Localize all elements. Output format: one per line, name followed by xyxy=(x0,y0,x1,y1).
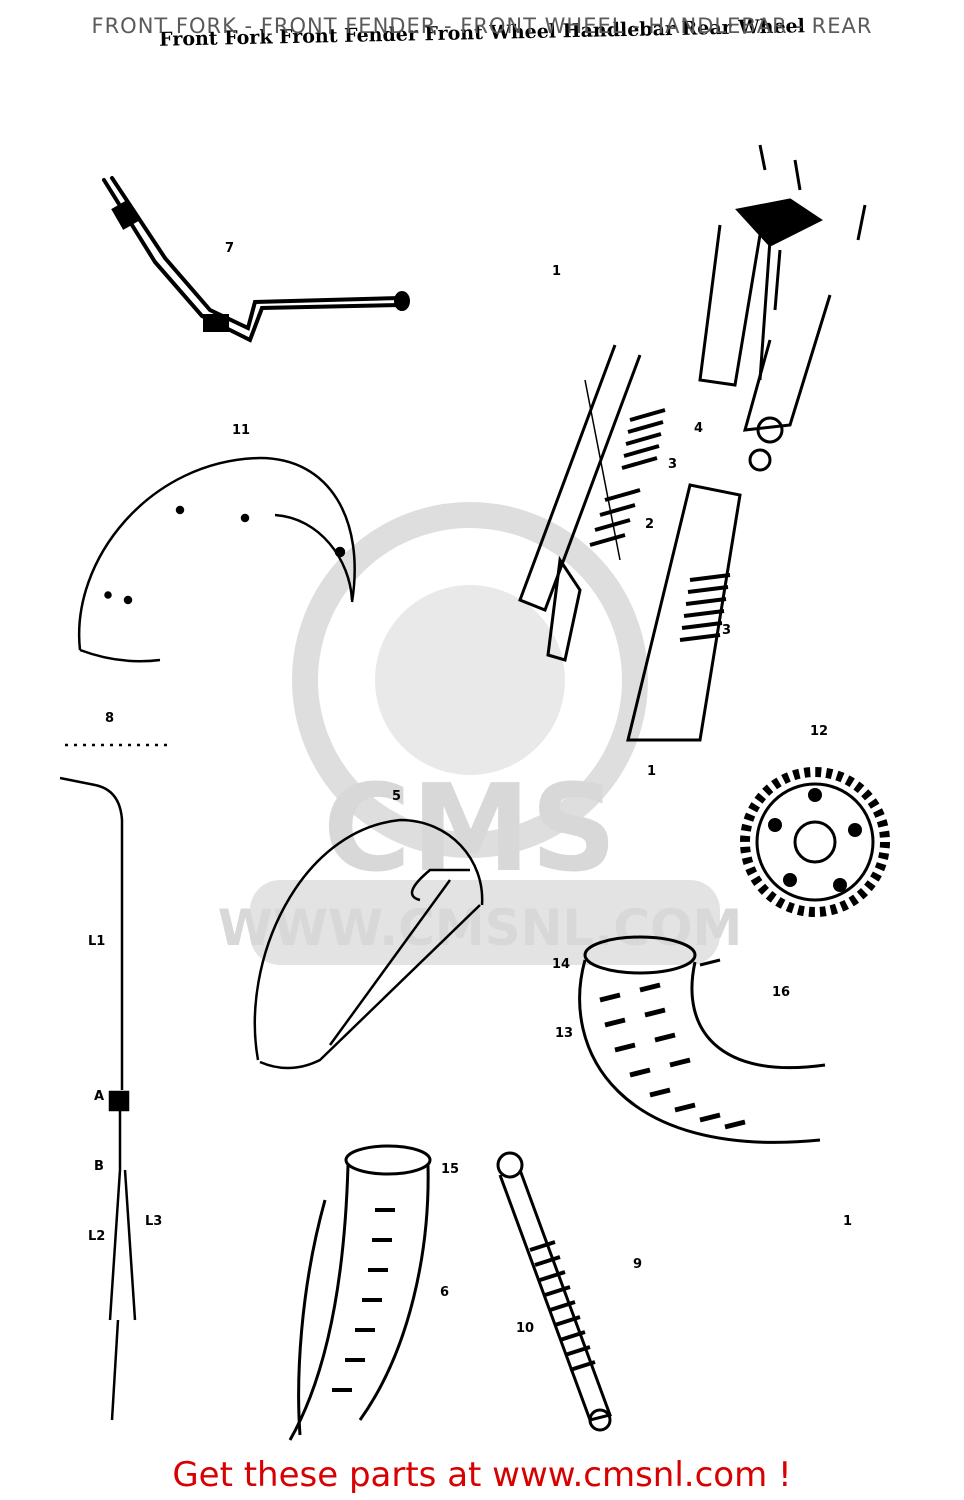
page-title: FRONT FORK - FRONT FENDER - FRONT WHEEL … xyxy=(91,14,873,38)
watermark: CMS WWW.CMSNL.COM xyxy=(218,502,743,965)
callout-label: 1 xyxy=(552,264,561,279)
callout-label: 10 xyxy=(516,1321,534,1336)
cable-label: L3 xyxy=(145,1214,162,1229)
callout-label: 1 xyxy=(647,764,656,779)
handlebar-part xyxy=(102,176,410,343)
callout-label: 15 xyxy=(441,1162,459,1177)
callout-label: 14 xyxy=(552,957,570,972)
cable-dimension-labels: L1 L2 L3 A B xyxy=(88,934,162,1244)
callout-label: 4 xyxy=(694,421,703,436)
mudguard-part xyxy=(253,818,484,1070)
callout-label: 1 xyxy=(843,1214,852,1229)
front-tire-part xyxy=(288,1144,432,1441)
callout-label: 6 xyxy=(440,1285,449,1300)
callout-label: 8 xyxy=(105,711,114,726)
front-fender-part xyxy=(77,456,356,663)
cable-label: B xyxy=(94,1159,104,1174)
callout-label: 2 xyxy=(645,517,654,532)
callout-label: 13 xyxy=(555,1026,573,1041)
shock-absorber-part xyxy=(496,1151,612,1432)
callout-label: 11 xyxy=(232,423,250,438)
control-cable-part xyxy=(59,743,170,1421)
callout-label: 9 xyxy=(633,1257,642,1272)
rear-tire-part xyxy=(578,935,826,1144)
cable-label: L2 xyxy=(88,1229,105,1244)
rear-sprocket-part xyxy=(740,767,890,917)
callout-label: 5 xyxy=(392,789,401,804)
callout-label: 3 xyxy=(668,457,677,472)
callout-label: 3 xyxy=(722,623,731,638)
cable-label: L1 xyxy=(88,934,105,949)
callout-label: 7 xyxy=(225,241,234,256)
callout-label: 12 xyxy=(810,724,828,739)
watermark-brand: CMS xyxy=(323,760,617,899)
cable-label: A xyxy=(94,1089,104,1104)
callout-label: 16 xyxy=(772,985,790,1000)
watermark-url: WWW.CMSNL.COM xyxy=(218,899,743,957)
parts-shop-link[interactable]: Get these parts at www.cmsnl.com ! xyxy=(172,1455,792,1495)
callout-labels: 1 2 3 4 3 3 1 5 6 7 8 9 10 11 12 13 14 1… xyxy=(105,241,852,1336)
front-fork-part xyxy=(518,144,867,742)
